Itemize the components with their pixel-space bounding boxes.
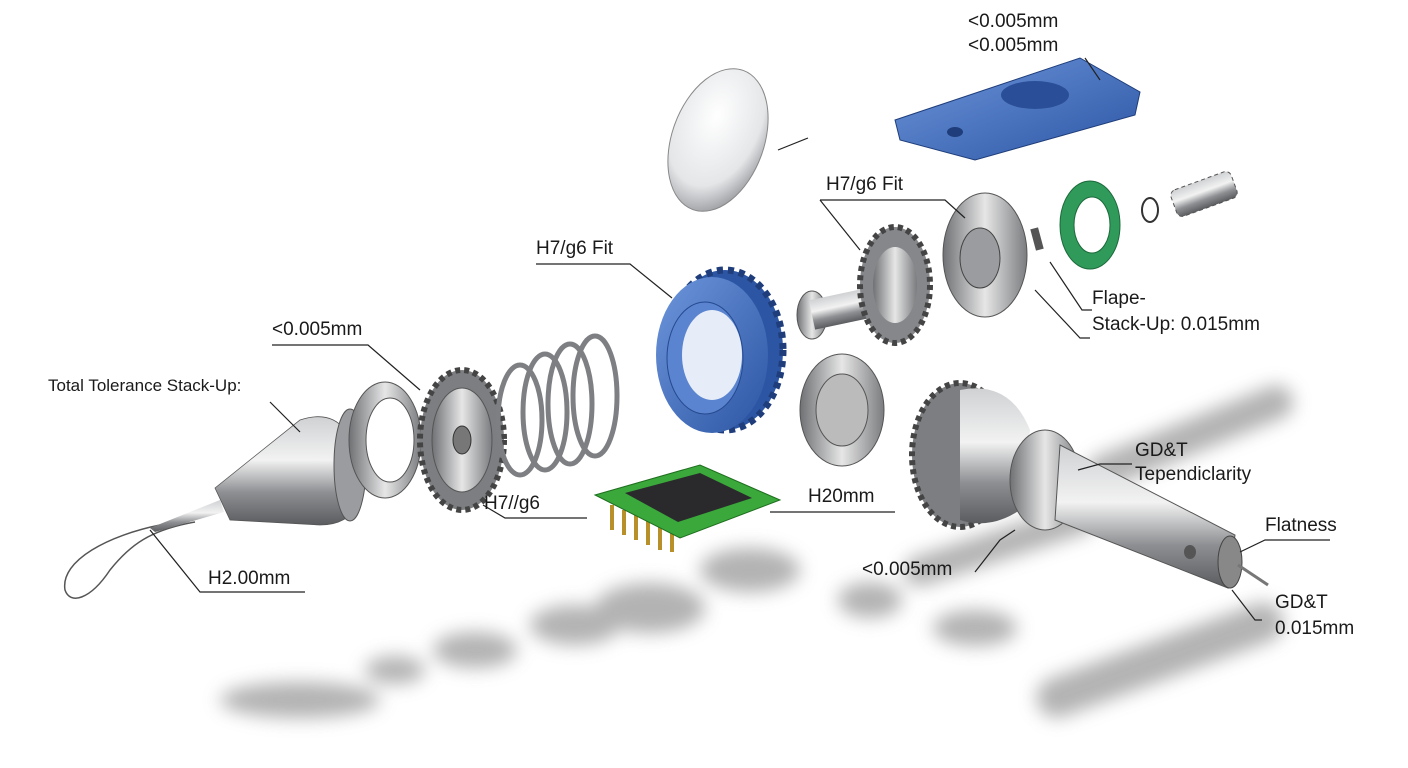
label-gdt-perp-2: Tependiclarity — [1135, 464, 1252, 485]
main-shaft — [909, 380, 1269, 589]
label-total-stack: Total Tolerance Stack-Up: — [48, 376, 241, 395]
nozzle-part — [150, 408, 367, 532]
flange-disc — [942, 192, 1028, 318]
label-top-tol-2: <0.005mm — [968, 35, 1058, 56]
green-seal-ring — [1059, 180, 1121, 270]
label-gdt-tip-2: 0.015mm — [1275, 618, 1354, 639]
set-screw — [1170, 171, 1238, 217]
label-flape-2: Stack-Up: 0.015mm — [1092, 314, 1260, 335]
blue-knurled-ring — [656, 266, 787, 434]
label-gear-tol: <0.005mm — [272, 319, 362, 340]
pcb-chip — [593, 464, 782, 552]
label-shaft-tol: <0.005mm — [862, 559, 952, 580]
label-flatness: Flatness — [1265, 515, 1337, 536]
label-flape-1: Flape- — [1092, 288, 1146, 309]
leader-lines — [149, 57, 1330, 621]
blue-mounting-bracket — [894, 57, 1141, 161]
glass-lens — [667, 68, 769, 212]
wire-loop — [64, 521, 196, 599]
bolt-with-gear — [796, 224, 933, 346]
bearing-ring — [348, 381, 422, 499]
label-gdt-perp-1: GD&T — [1135, 440, 1188, 461]
label-fit-upper: H7/g6 Fit — [826, 174, 904, 195]
coil-spring — [495, 333, 620, 478]
key-pin — [1030, 227, 1044, 251]
spur-gear-small — [417, 367, 507, 513]
label-h20: H20mm — [808, 486, 875, 507]
label-top-tol-1: <0.005mm — [968, 11, 1058, 32]
label-fit-middle: H7/g6 Fit — [536, 238, 614, 259]
o-ring — [1141, 197, 1159, 223]
label-h7g6-chip: H7//g6 — [484, 493, 540, 514]
label-gdt-tip-1: GD&T — [1275, 592, 1328, 613]
label-h2: H2.00mm — [208, 568, 290, 589]
hex-nut — [799, 353, 885, 467]
